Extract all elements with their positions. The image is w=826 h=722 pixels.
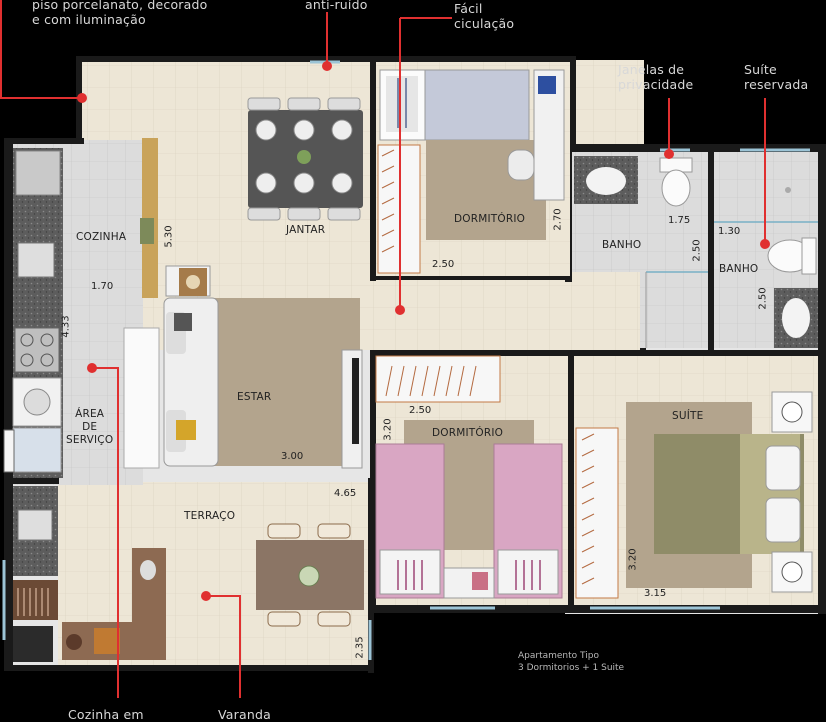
- annotation-suite: Suíte reservada: [744, 62, 808, 92]
- plan-caption-line2: 3 Dormitorios + 1 Suite: [518, 663, 625, 673]
- dim-dorm1-width: 2.50: [432, 259, 455, 270]
- stove: [14, 327, 60, 373]
- annotation-suite-line2: reservada: [744, 77, 809, 92]
- annotation-piso-line1: piso porcelanato, decorado: [32, 0, 208, 12]
- windows: [2, 60, 810, 660]
- dim-cozinha-width: 1.70: [91, 281, 114, 292]
- room-label-jantar: JANTAR: [286, 224, 326, 236]
- room-label-area-servico: ÁREA DE SERVIÇO: [66, 408, 113, 447]
- annotation-facil-line1: Fácil: [454, 1, 483, 16]
- room-label-estar: ESTAR: [237, 391, 272, 403]
- annotation-varanda: Varanda: [218, 707, 271, 722]
- annotation-piso-line2: e com iluminação: [32, 12, 146, 27]
- annotation-facil-circulacao: Fácil ciculação: [454, 1, 514, 31]
- room-label-banho-2: BANHO: [719, 263, 759, 275]
- living-rug: [214, 298, 360, 466]
- annotation-antiruido: anti-ruído: [305, 0, 368, 12]
- dim-banho2-width: 1.30: [718, 226, 741, 237]
- room-label-suite: SUÍTE: [672, 410, 704, 422]
- leader-lines: [0, 0, 766, 698]
- dim-banho2-height: 2.50: [757, 287, 769, 310]
- kitchen-sink: [17, 242, 55, 278]
- dorm2-wardrobe: [375, 355, 501, 403]
- room-label-area-servico-line3: SERVIÇO: [66, 434, 114, 446]
- annotation-janelas-line2: privacidade: [618, 77, 694, 92]
- dim-terraco-width: 4.65: [334, 488, 357, 499]
- annotation-janelas: Janelas de privacidade: [618, 62, 693, 92]
- dim-dorm1-height: 2.70: [552, 208, 564, 231]
- annotation-piso: piso porcelanato, decorado e com ilumina…: [32, 0, 208, 27]
- fridge: [15, 150, 61, 196]
- room-label-cozinha: COZINHA: [76, 231, 127, 243]
- suite-wardrobe: [575, 427, 619, 599]
- annotation-suite-line1: Suíte: [744, 62, 777, 77]
- dim-suite-width: 3.15: [644, 588, 667, 599]
- room-label-terraco: TERRAÇO: [184, 510, 236, 522]
- plan-caption-line1: Apartamento Tipo: [518, 651, 599, 661]
- room-label-banho-1: BANHO: [602, 239, 642, 251]
- annotation-janelas-line1: Janelas de: [618, 62, 685, 77]
- annotation-cozinha-em: Cozinha em: [68, 707, 144, 722]
- room-label-dormitorio-1: DORMITÓRIO: [454, 213, 526, 225]
- room-label-area-servico-line2: DE: [82, 421, 98, 433]
- plan-caption: Apartamento Tipo 3 Dormitorios + 1 Suite: [518, 650, 624, 674]
- dim-banho1-height: 2.50: [691, 239, 703, 262]
- toilet: [661, 169, 691, 207]
- room-label-dormitorio-2: DORMITÓRIO: [432, 427, 504, 439]
- annotation-facil-line2: ciculação: [454, 16, 515, 31]
- dim-estar-width: 3.00: [281, 451, 304, 462]
- dim-dorm2-width: 2.50: [409, 405, 432, 416]
- room-label-area-servico-line1: ÁREA: [75, 408, 105, 420]
- dim-banho1-width: 1.75: [668, 215, 691, 226]
- laundry-tank: [12, 427, 62, 473]
- dim-jantar-height: 5.30: [163, 225, 175, 248]
- dorm1-bed: [424, 69, 530, 141]
- dim-terraco-height: 2.35: [354, 636, 366, 659]
- dim-cozinha-height: 4.33: [60, 315, 72, 338]
- dim-dorm2-height: 3.20: [382, 418, 394, 441]
- dim-suite-height: 3.20: [627, 548, 639, 571]
